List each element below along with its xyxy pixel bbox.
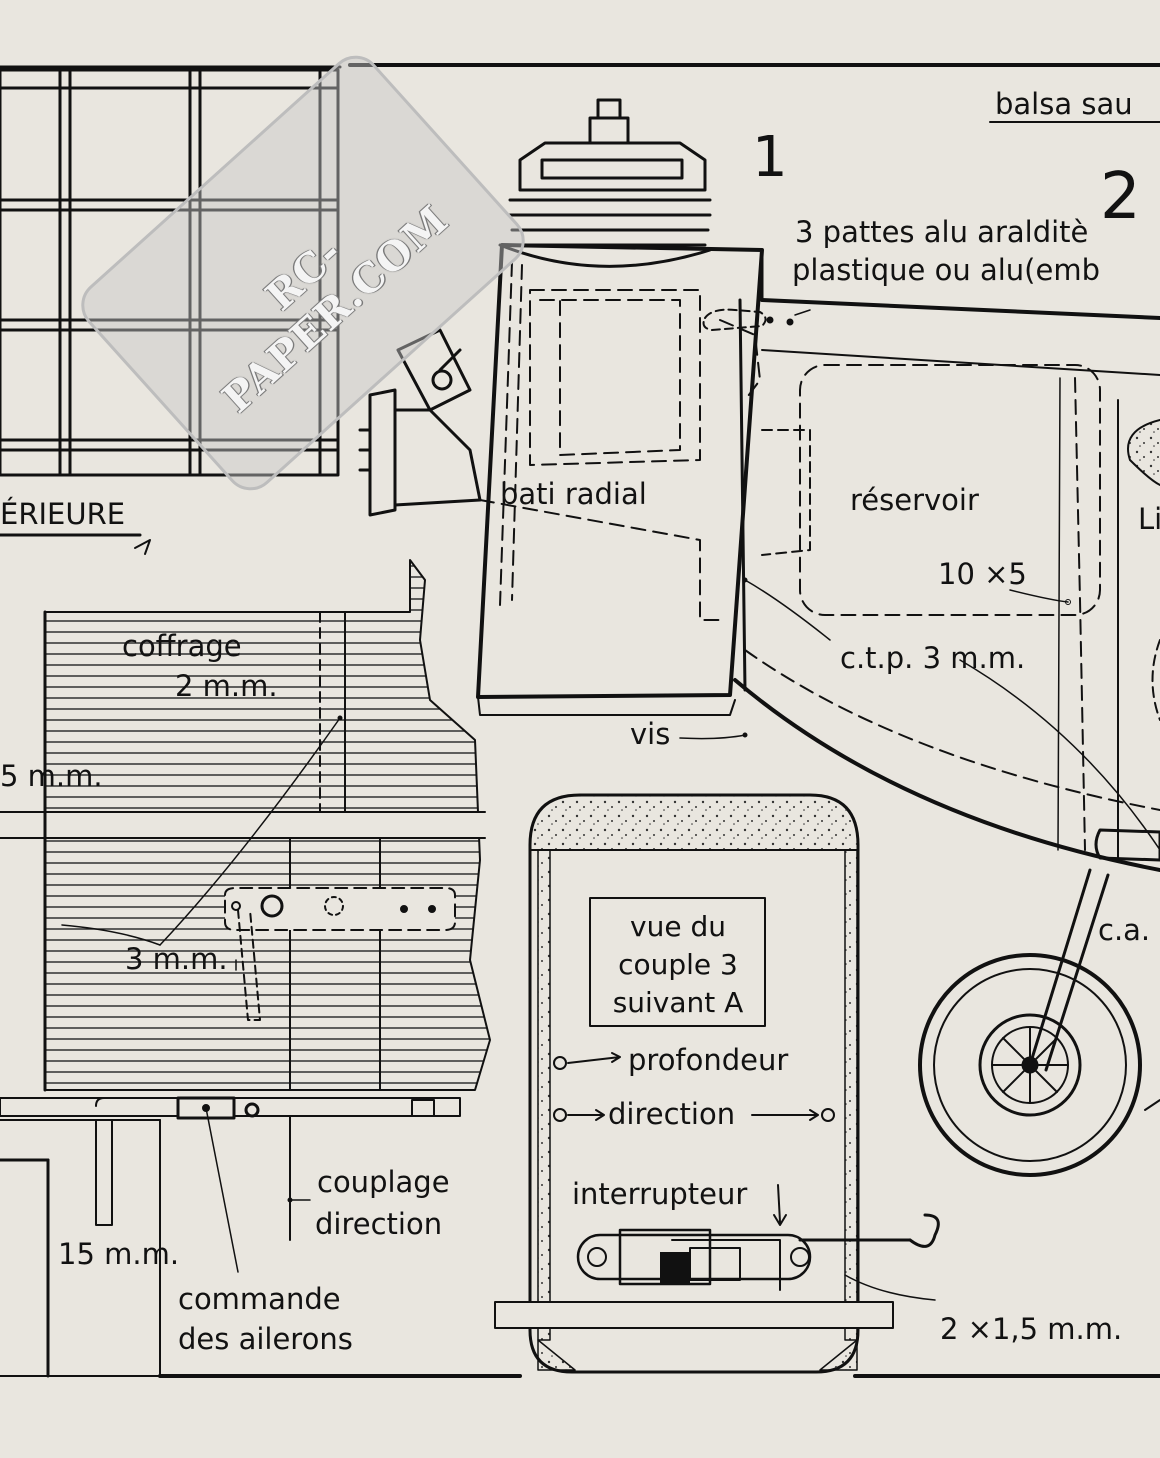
engine-cylinder	[498, 98, 712, 268]
fifteen-mm-label: 15 m.m.	[58, 1237, 180, 1271]
fuselage-side	[702, 248, 1160, 872]
view-label-box	[589, 897, 766, 1027]
couplage-label: couplage	[317, 1165, 450, 1199]
ailerons-label: des ailerons	[178, 1322, 353, 1356]
section-label: ÉRIEURE	[0, 497, 126, 531]
view-label-line2: couple 3	[618, 948, 738, 981]
pattes-label-line2: plastique ou alu(emb	[792, 253, 1100, 287]
five-mm-label: 5 m.m.	[0, 759, 103, 793]
aileron-bellcrank	[224, 887, 456, 1021]
vis-label: vis	[630, 717, 671, 751]
dimension-10x5: 10 ×5	[938, 557, 1027, 591]
pattes-label-line1: 3 pattes alu aralditè	[795, 215, 1089, 249]
bati-radial-label: bati radial	[500, 477, 647, 511]
ctp-label: c.t.p. 3 m.m.	[840, 641, 1026, 675]
view-label: vue du couple 3 suivant A	[598, 908, 758, 1022]
wire-dimension-label: 2 ×1,5 m.m.	[940, 1312, 1123, 1346]
ca-label: c.a.	[1098, 913, 1151, 947]
figure-number-2: 2	[1100, 160, 1141, 234]
landing-gear	[918, 639, 1160, 1177]
header-label: balsa sau	[995, 87, 1133, 121]
view-label-line1: vue du	[630, 910, 726, 943]
reservoir-label: réservoir	[850, 483, 979, 517]
interrupteur-label: interrupteur	[572, 1177, 748, 1211]
view-label-line3: suivant A	[612, 986, 744, 1019]
engine-mount-box	[476, 243, 764, 716]
figure-number-1: 1	[752, 125, 788, 190]
coffrage-thickness: 2 m.m.	[175, 669, 278, 703]
wing-planking	[0, 559, 491, 1092]
profondeur-label: profondeur	[628, 1043, 789, 1077]
direction-word-label: direction	[315, 1207, 443, 1241]
three-mm-label: 3 m.m.	[125, 942, 228, 976]
li-label: Li	[1138, 502, 1160, 536]
commande-label: commande	[178, 1282, 341, 1316]
carburetor	[358, 328, 482, 517]
direction-arrow-label: direction	[608, 1097, 736, 1131]
coffrage-label: coffrage	[122, 629, 242, 663]
grid-panel	[0, 68, 340, 477]
former-view	[494, 793, 940, 1374]
